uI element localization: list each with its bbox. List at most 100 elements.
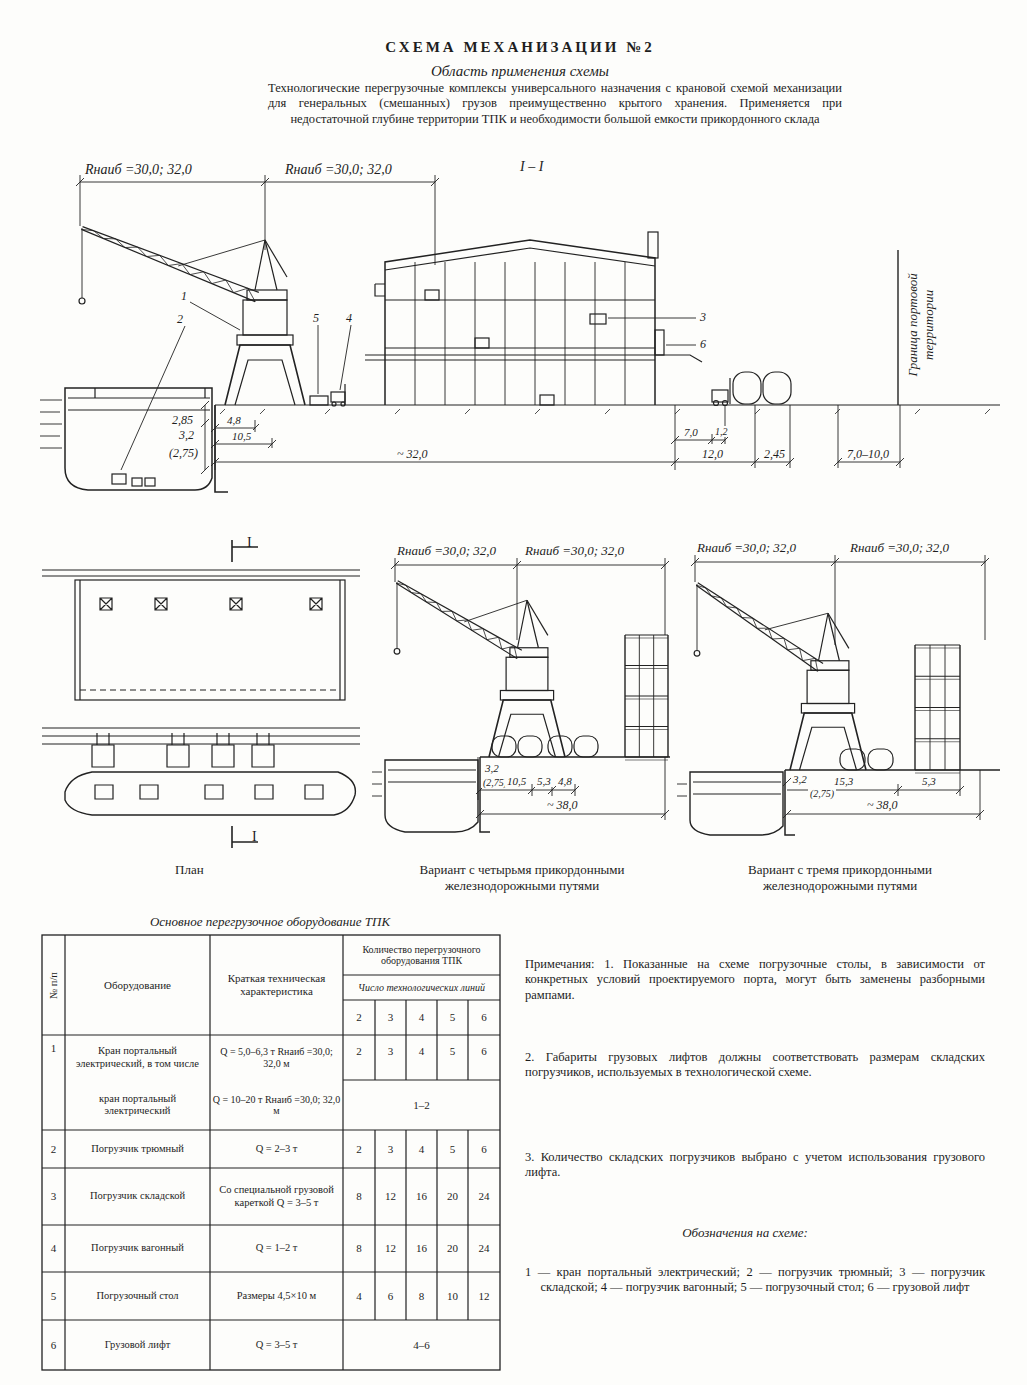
table-cell: Размеры 4,5×10 м: [212, 1273, 341, 1319]
table-cell: 4–6: [345, 1321, 498, 1369]
equipment-table: [42, 1035, 500, 1320]
portal-crane: [82, 228, 83, 298]
variant-four-tracks: [372, 558, 670, 832]
table-cell: 8: [408, 1273, 435, 1319]
table-header: 4: [408, 1001, 435, 1034]
warehouse-frame: [625, 665, 668, 666]
table-header: Краткая техническая характеристика: [212, 936, 341, 1034]
ship-hull: [95, 388, 205, 398]
equipment-table: [375, 1000, 468, 1080]
portal-crane: [765, 613, 828, 630]
warehouse-frame: [915, 679, 960, 680]
variant-four-tracks: [391, 558, 669, 640]
table-cell: 4: [408, 1131, 435, 1167]
table-cell: 5: [44, 1273, 63, 1319]
table-cell: Q = 2–3 т: [212, 1131, 341, 1167]
dimension-line: [76, 178, 439, 186]
portal-crane: [394, 649, 400, 655]
dimension-line: [671, 436, 904, 466]
ship-hull: [112, 474, 126, 484]
warehouse-column: [565, 262, 566, 405]
table-header: 3: [377, 1001, 404, 1034]
portal-crane: [396, 583, 517, 658]
subheading: Область применения схемы: [431, 62, 609, 80]
table-cell: 3: [377, 1036, 404, 1067]
ship-hull: [132, 478, 142, 486]
dimension-text: 7,0–10,0: [845, 448, 891, 461]
dimension-text: 3,2: [791, 773, 809, 785]
callout-number: 4: [346, 311, 352, 326]
leader-line: [190, 302, 240, 330]
table-cell: Погрузчик трюмный: [67, 1131, 208, 1167]
warehouse: [385, 248, 655, 270]
portal-crane: [694, 651, 700, 657]
portal-crane: [394, 581, 565, 757]
portal-crane: [178, 240, 265, 266]
warehouse: [590, 314, 606, 324]
warehouse-frame: [625, 726, 668, 727]
dimension-text: ~ 38,0: [545, 799, 580, 812]
description: Технологические перегрузочные комплексы …: [268, 81, 842, 127]
portal-crane: [265, 240, 287, 277]
portal-crane: [398, 581, 522, 651]
table-cell: 6: [377, 1273, 404, 1319]
radius-dimension: Rнаиб =30,0; 32,0: [397, 543, 496, 559]
warehouse-column: [595, 262, 596, 405]
table-cell: 4: [44, 1226, 63, 1271]
radius-dimension: Rнаиб =30,0; 32,0: [525, 543, 624, 559]
table-cell: 20: [439, 1226, 466, 1271]
table-cell: 24: [470, 1226, 498, 1271]
variant-four-tracks: [388, 770, 476, 782]
warehouse-frame: [625, 695, 668, 696]
table-cell: 5: [439, 1036, 466, 1067]
dimension-text: ~ 38,0: [865, 799, 900, 812]
warehouse-column: [505, 262, 506, 405]
table-header: № п/п: [47, 940, 60, 1030]
portal-crane: [819, 613, 840, 661]
dimension-text: (2,75): [167, 447, 200, 460]
ship-hull: [145, 478, 155, 486]
generated-frame: [79, 227, 960, 773]
dimension-text: 12,0: [700, 448, 725, 461]
radius-dimension: Rнаиб =30,0; 32,0: [285, 161, 392, 178]
portal-crane: [506, 657, 548, 690]
plan-view: [65, 772, 355, 815]
callout-number: 1: [181, 289, 187, 304]
table-cell: 6: [44, 1321, 63, 1369]
variant-three-tracks: [785, 770, 1000, 835]
variant-three-tracks: [690, 772, 783, 835]
equipment-table: [65, 935, 343, 1370]
dimension-line: [211, 424, 679, 466]
warehouse-frame: [915, 738, 960, 739]
dimension-line: [76, 175, 904, 474]
variant-four-tracks: [518, 736, 542, 757]
dimension-text: 5,3: [535, 775, 553, 787]
warehouse-frame: [915, 741, 960, 742]
section-mark: I: [247, 534, 252, 551]
portal-crane: [807, 670, 849, 703]
dimension-text: 1,2: [713, 426, 730, 437]
table-header: Оборудование: [67, 936, 208, 1034]
equipment-table: [375, 1130, 468, 1320]
section-mark: I: [252, 828, 257, 845]
plan-view: [75, 580, 345, 700]
warehouse: [540, 395, 554, 405]
variant-four-tracks: [385, 760, 478, 832]
plan-view: [80, 580, 340, 700]
portal-crane: [79, 227, 305, 405]
warehouse-frame: [625, 635, 668, 760]
ship-hull: [65, 388, 212, 490]
portal-crane: [83, 227, 259, 293]
table-cell: 6: [470, 1131, 498, 1167]
dimension-text: 4,8: [225, 414, 243, 426]
plan-view: [95, 785, 323, 799]
dimension-text: 2,85: [170, 414, 195, 427]
table-header: 2: [345, 1001, 373, 1034]
section-ground: [220, 409, 990, 414]
table-cell: Погрузочный стол: [67, 1273, 208, 1319]
warehouse: [733, 372, 761, 404]
table-cell: 12: [377, 1226, 404, 1271]
warehouse-frame: [915, 710, 960, 711]
